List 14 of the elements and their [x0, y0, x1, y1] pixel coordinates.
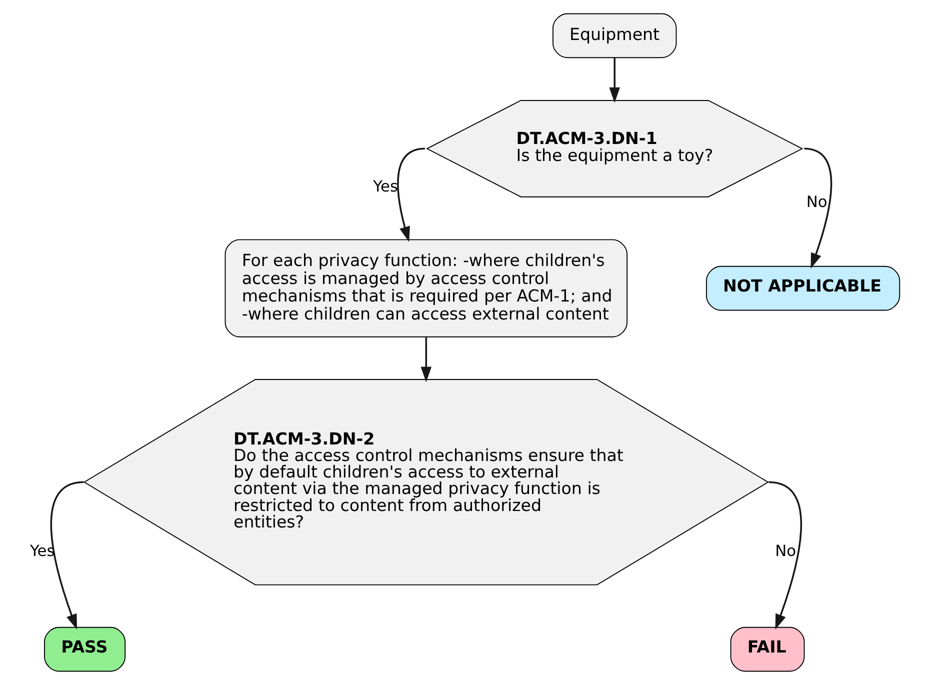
node-box: FAIL	[730, 626, 804, 672]
node-box: Equipment	[552, 12, 676, 58]
node-box: For each privacy function: -where children's access is managed by access control mechanisms that is required per ACM-1; and -where children can access external content	[224, 238, 628, 337]
edge-label: No	[806, 192, 827, 211]
arrow	[396, 147, 425, 242]
edge-label: Yes	[372, 177, 398, 196]
arrow	[420, 336, 432, 382]
arrow	[608, 57, 620, 102]
node-box: NOT APPLICABLE	[705, 265, 900, 310]
edge-label: No	[774, 541, 796, 560]
arrow	[804, 147, 832, 268]
arrow	[50, 480, 84, 630]
arrow	[768, 480, 802, 630]
node-box: PASS	[44, 626, 126, 672]
